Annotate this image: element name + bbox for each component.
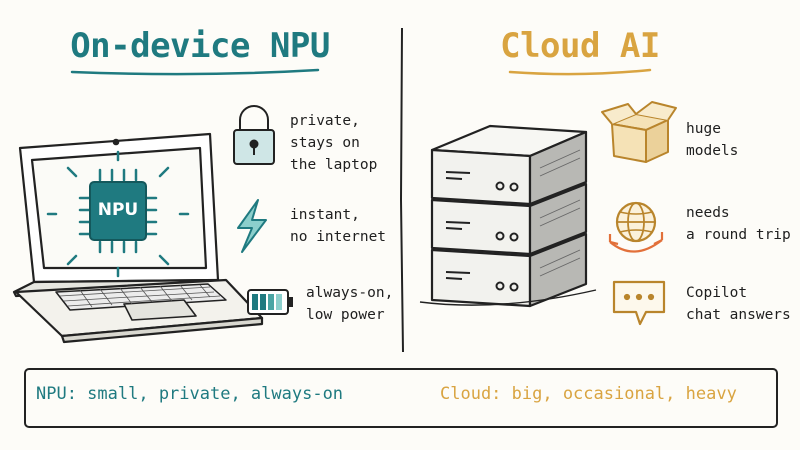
chat-bubble-icon [612, 280, 666, 326]
padlock-icon [233, 105, 275, 165]
summary-cloud: Cloud: big, occasional, heavy [440, 384, 737, 404]
right-title-underline [508, 68, 652, 76]
battery-icon [247, 289, 293, 315]
globe-icon [608, 201, 664, 253]
summary-npu: NPU: small, private, always-on [36, 384, 344, 404]
npu-chip-label: NPU [97, 200, 139, 220]
feature-always-on: always-on, low power [306, 285, 394, 323]
feature-copilot-chat: Copilot chat answers [686, 285, 791, 323]
feature-private: private, stays on the laptop [290, 113, 378, 173]
feature-huge-models: huge models [686, 121, 739, 159]
cloud-ai-title: Cloud AI [500, 26, 660, 66]
npu-chip-icon [46, 150, 190, 278]
center-divider [399, 27, 404, 353]
box-icon [601, 101, 677, 163]
summary-bar [24, 368, 778, 428]
on-device-npu-title: On-device NPU [70, 26, 330, 66]
server-stack-icon [419, 124, 597, 308]
feature-instant: instant, no internet [290, 207, 387, 245]
left-title-underline [70, 68, 320, 76]
feature-round-trip: needs a round trip [686, 205, 791, 243]
lightning-icon [237, 199, 267, 253]
